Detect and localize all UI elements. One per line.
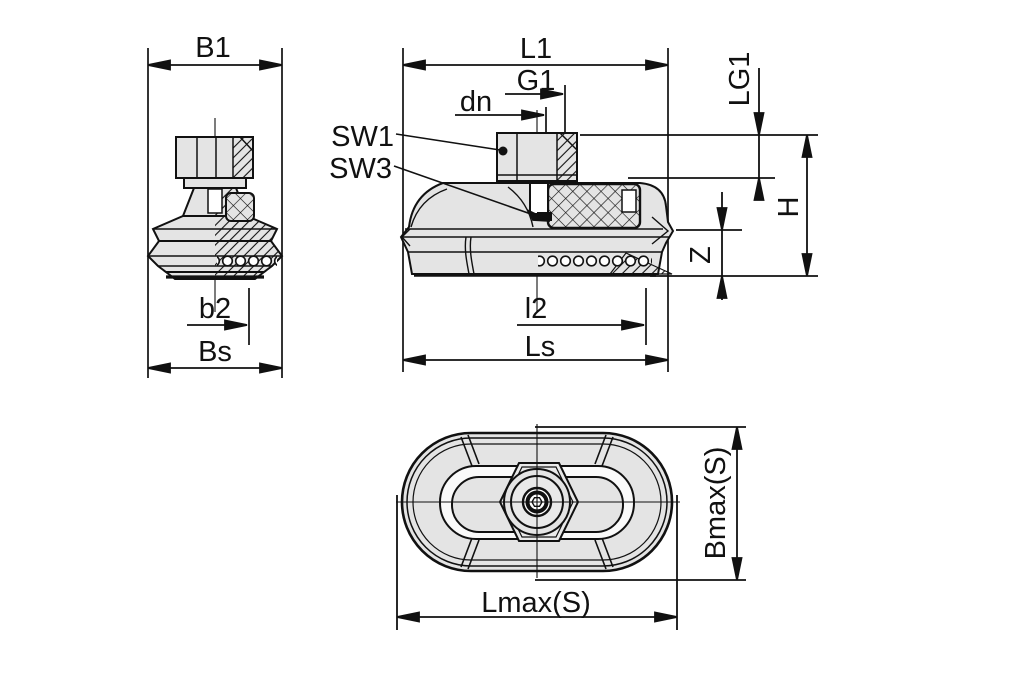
dimension-labels: B1 L1 G1 dn SW1 SW3 b2 Bs l2 Ls Lmax(S) … — [195, 32, 805, 619]
sw3-leader-arrow — [527, 209, 551, 222]
dim-label-b1: B1 — [195, 32, 230, 64]
oval-spokes — [460, 434, 614, 570]
dim-label-h: H — [773, 197, 805, 218]
dim-label-sw3: SW3 — [329, 153, 392, 185]
dim-label-z: Z — [685, 246, 717, 264]
dim-label-l1: L1 — [520, 33, 552, 65]
dimension-lines — [147, 59, 813, 630]
center-nozzle-seat — [537, 212, 552, 221]
left-lip-texture — [217, 255, 277, 273]
bottom-view — [396, 424, 680, 578]
dim-label-bmax: Bmax(S) — [700, 447, 732, 560]
sw3-leader — [393, 165, 549, 221]
sw1-leader-dot — [498, 146, 508, 156]
arrowhead — [259, 59, 283, 71]
left-nozzle-bore — [207, 188, 223, 214]
arrowhead — [147, 59, 171, 71]
center-nozzle-channel — [529, 182, 549, 215]
center-side-view — [399, 132, 675, 277]
sw1-leader — [395, 133, 501, 151]
center-lip-texture — [538, 253, 652, 272]
dim-label-bs: Bs — [198, 336, 232, 368]
dim-label-dn: dn — [460, 86, 492, 118]
dim-label-g1: G1 — [517, 65, 556, 97]
left-flange — [183, 177, 247, 189]
dim-label-lg1: LG1 — [724, 52, 756, 107]
bottom-view-centerlines — [396, 424, 680, 578]
dim-label-sw1: SW1 — [331, 121, 394, 153]
dim-label-b2: b2 — [199, 293, 231, 325]
left-side-view — [146, 136, 284, 280]
dim-label-l2: l2 — [525, 293, 548, 325]
dim-label-lmax: Lmax(S) — [481, 587, 591, 619]
dim-label-ls: Ls — [525, 331, 556, 363]
